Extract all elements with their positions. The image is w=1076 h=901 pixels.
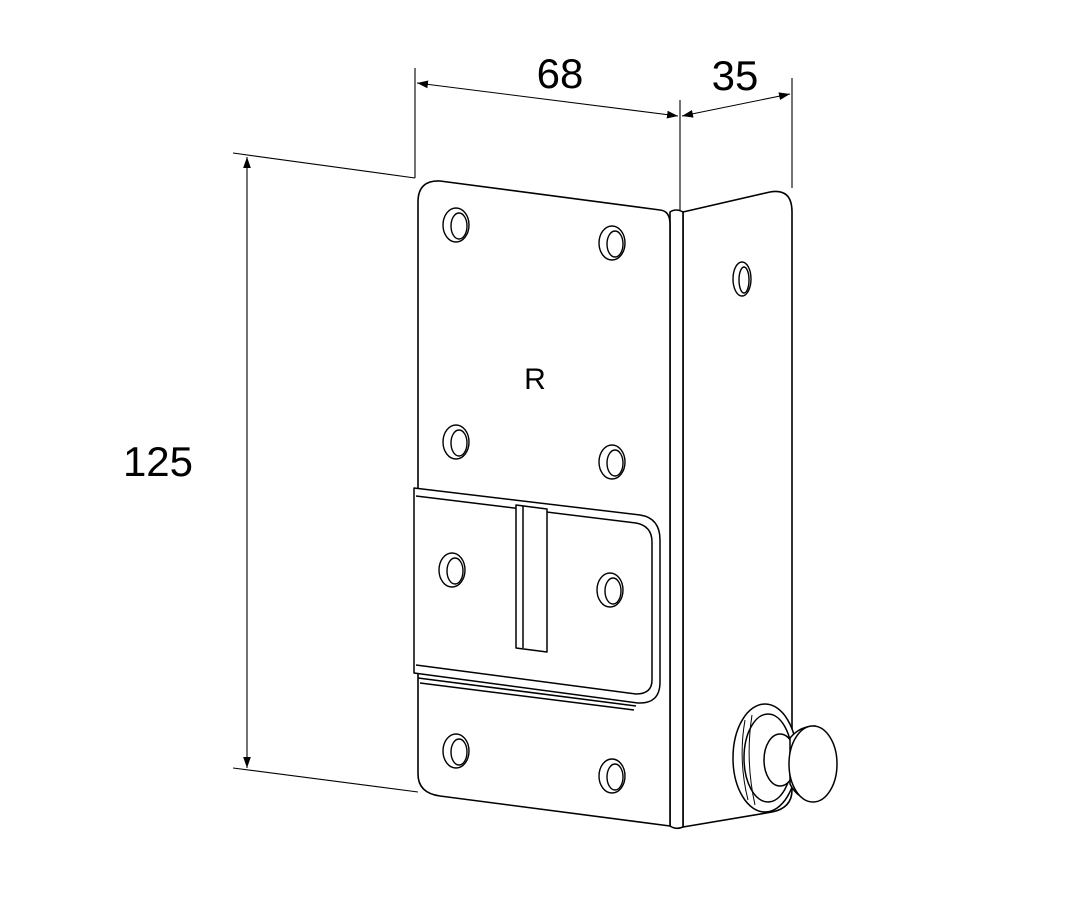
dimension-lines <box>232 68 793 793</box>
dimension-line-width <box>416 80 679 119</box>
knob-cap <box>788 725 838 803</box>
latch-plate-inner <box>415 495 653 695</box>
latch-holes <box>438 552 624 608</box>
mounting-hole <box>442 733 470 769</box>
mounting-hole <box>598 444 626 480</box>
latch-slot <box>515 504 548 653</box>
latch-plate <box>413 487 661 711</box>
extension-line-top <box>232 152 416 179</box>
dimension-height-label: 125 <box>123 438 193 485</box>
dimension-line-depth <box>681 92 791 118</box>
extension-line-bottom <box>232 767 419 793</box>
mounting-hole <box>438 552 466 588</box>
side-flange <box>682 190 793 828</box>
dimension-width-label: 68 <box>537 50 584 97</box>
mounting-hole <box>598 225 626 261</box>
mounting-hole <box>596 572 624 608</box>
knob-shading <box>741 714 756 806</box>
release-knob <box>732 703 838 813</box>
mounting-hole <box>442 424 470 460</box>
mounting-holes <box>442 207 752 794</box>
mounting-hole <box>442 207 470 243</box>
latch-plate-bottom-edge <box>417 677 637 707</box>
dimension-depth-label: 35 <box>712 52 759 99</box>
part-marking: R <box>524 363 546 396</box>
latch-plate-bottom-edge-2 <box>419 682 635 711</box>
mounting-hole <box>598 758 626 794</box>
side-flange-hole <box>732 261 752 297</box>
bend-edge <box>669 209 684 830</box>
